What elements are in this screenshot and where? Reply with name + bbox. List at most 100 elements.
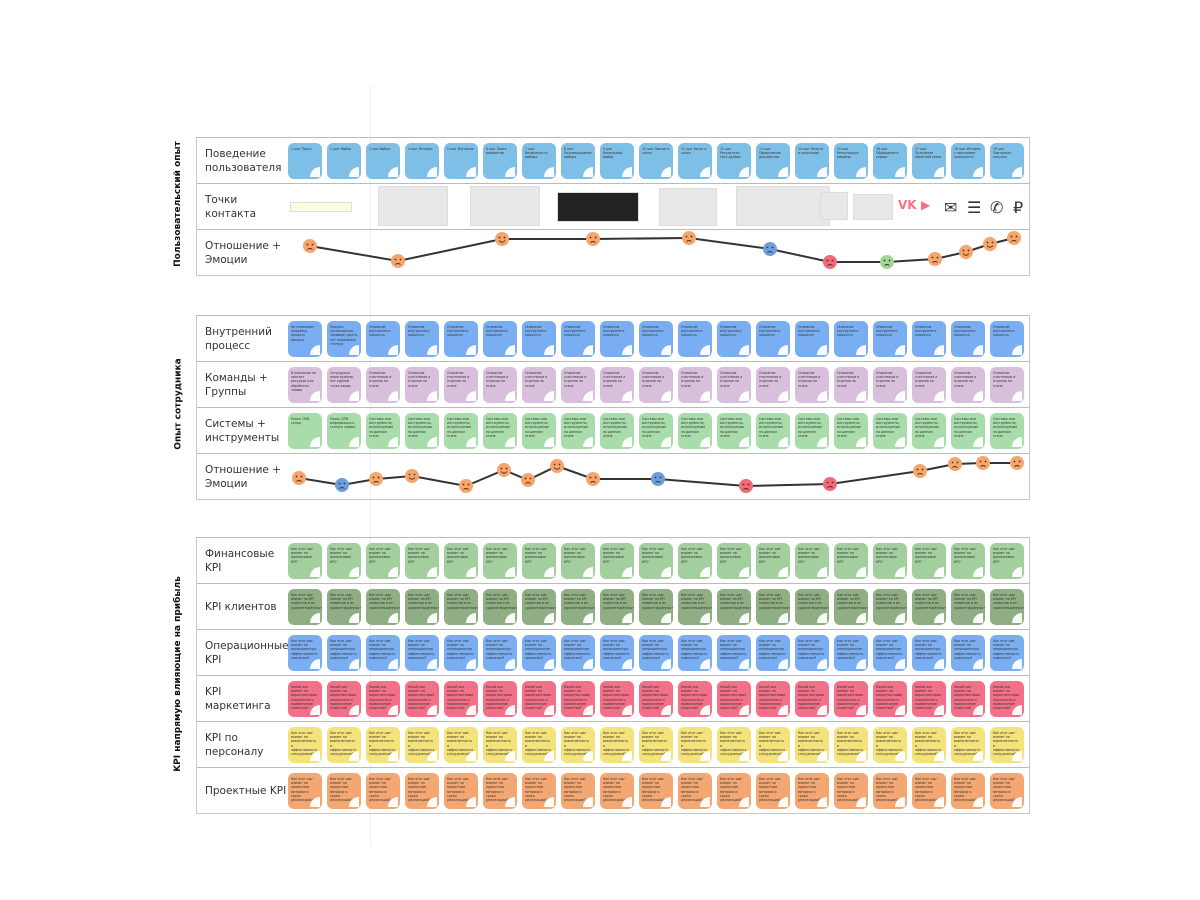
sticky-note[interactable]: Описание внутреннего процесса — [366, 321, 400, 357]
sticky-note[interactable]: Сотрудники перегружены, нет единой точки… — [327, 367, 361, 403]
sticky-note[interactable]: Описание участников и отделов на этапе — [834, 367, 868, 403]
sticky-note[interactable]: 3 шаг Выбор — [366, 143, 400, 179]
sticky-note[interactable]: Описание участников и отделов на этапе — [405, 367, 439, 403]
sticky-note[interactable]: Описание внутреннего процесса — [522, 321, 556, 357]
sticky-note[interactable]: Как этот шаг влияет на операционную эффе… — [561, 635, 595, 671]
sticky-note[interactable]: Процесс согласования занимает долго, нет… — [327, 321, 361, 357]
sticky-note[interactable]: 7 шаг Возможность выбора — [522, 143, 556, 179]
sticky-note[interactable]: Как этот шаг влияет на финансовые KPI? — [444, 543, 478, 579]
sticky-note[interactable]: Как этот шаг влияет на вовлеченность и э… — [756, 727, 790, 763]
sticky-note[interactable]: Системы или инструменты, используемые на… — [756, 413, 790, 449]
sticky-note[interactable]: Описание участников и отделов на этапе — [366, 367, 400, 403]
sticky-note[interactable]: Как этот шаг влияет на операционную эффе… — [405, 635, 439, 671]
sticky-note[interactable]: Как этот шаг влияет на операционную эффе… — [912, 635, 946, 671]
sticky-note[interactable]: Как этот шаг влияет на проектные метрики… — [834, 773, 868, 809]
sticky-note[interactable]: Какой шаг влияет на маркетинговые показа… — [717, 681, 751, 717]
sticky-note[interactable]: Описание участников и отделов на этапе — [522, 367, 556, 403]
sticky-note[interactable]: Описание внутреннего процесса — [483, 321, 517, 357]
sticky-note[interactable]: Системы или инструменты, используемые на… — [873, 413, 907, 449]
sticky-note[interactable]: 19 шаг Повторная покупка — [990, 143, 1024, 179]
sticky-note[interactable]: Какой шаг влияет на маркетинговые показа… — [951, 681, 985, 717]
sticky-note[interactable]: Как этот шаг влияет на операционную эффе… — [288, 635, 322, 671]
sticky-note[interactable]: Описание внутреннего процесса — [990, 321, 1024, 357]
sticky-note[interactable]: Как этот шаг влияет на вовлеченность и э… — [990, 727, 1024, 763]
sticky-note[interactable]: Поиск CRM, склад — [288, 413, 322, 449]
sticky-note[interactable]: 1 шаг Поиск — [288, 143, 322, 179]
sticky-note[interactable]: Как этот шаг влияет на вовлеченность и э… — [405, 727, 439, 763]
sticky-note[interactable]: Как этот шаг влияет на KPI клиентов и их… — [561, 589, 595, 625]
sticky-note[interactable]: Как этот шаг влияет на финансовые KPI? — [522, 543, 556, 579]
sticky-note[interactable]: Какой шаг влияет на маркетинговые показа… — [873, 681, 907, 717]
sticky-note[interactable]: Как этот шаг влияет на проектные метрики… — [405, 773, 439, 809]
sticky-note[interactable]: Какой шаг влияет на маркетинговые показа… — [405, 681, 439, 717]
sticky-note[interactable]: Как этот шаг влияет на вовлеченность и э… — [288, 727, 322, 763]
sticky-note[interactable]: Системы или инструменты, используемые на… — [795, 413, 829, 449]
sticky-note[interactable]: Какой шаг влияет на маркетинговые показа… — [288, 681, 322, 717]
sticky-note[interactable]: Как этот шаг влияет на KPI клиентов и их… — [483, 589, 517, 625]
sticky-note[interactable]: Системы или инструменты, используемые на… — [522, 413, 556, 449]
sticky-note[interactable]: Системы или инструменты, используемые на… — [912, 413, 946, 449]
sticky-note[interactable]: Какой шаг влияет на маркетинговые показа… — [678, 681, 712, 717]
sticky-note[interactable]: Как этот шаг влияет на KPI клиентов и их… — [912, 589, 946, 625]
sticky-note[interactable]: Как этот шаг влияет на операционную эффе… — [717, 635, 751, 671]
sticky-note[interactable]: Как этот шаг влияет на операционную эффе… — [366, 635, 400, 671]
sticky-note[interactable]: Описание внутреннего процесса — [600, 321, 634, 357]
sticky-note[interactable]: Как этот шаг влияет на проектные метрики… — [951, 773, 985, 809]
sticky-note[interactable]: Как этот шаг влияет на проектные метрики… — [444, 773, 478, 809]
sticky-note[interactable]: Как этот шаг влияет на вовлеченность и э… — [327, 727, 361, 763]
sticky-note[interactable]: Системы или инструменты, используемые на… — [483, 413, 517, 449]
sticky-note[interactable]: 10 шаг Звонок в салон — [639, 143, 673, 179]
sticky-note[interactable]: Какой шаг влияет на маркетинговые показа… — [600, 681, 634, 717]
sticky-note[interactable]: Как этот шаг влияет на KPI клиентов и их… — [327, 589, 361, 625]
sticky-note[interactable]: Описание внутреннего процесса — [834, 321, 868, 357]
sticky-note[interactable]: Какой шаг влияет на маркетинговые показа… — [834, 681, 868, 717]
sticky-note[interactable]: Как этот шаг влияет на финансовые KPI? — [600, 543, 634, 579]
sticky-note[interactable]: Как этот шаг влияет на финансовые KPI? — [561, 543, 595, 579]
sticky-note[interactable]: Как этот шаг влияет на операционную эффе… — [834, 635, 868, 671]
sticky-note[interactable]: Описание внутреннего процесса — [678, 321, 712, 357]
sticky-note[interactable]: Как этот шаг влияет на вовлеченность и э… — [600, 727, 634, 763]
sticky-note[interactable]: Как этот шаг влияет на проектные метрики… — [678, 773, 712, 809]
sticky-note[interactable]: Системы или инструменты, используемые на… — [444, 413, 478, 449]
sticky-note[interactable]: Как этот шаг влияет на финансовые KPI? — [405, 543, 439, 579]
sticky-note[interactable]: Как этот шаг влияет на вовлеченность и э… — [951, 727, 985, 763]
sticky-note[interactable]: 2 шаг Выбор — [327, 143, 361, 179]
sticky-note[interactable]: Описание участников и отделов на этапе — [639, 367, 673, 403]
sticky-note[interactable]: Как этот шаг влияет на вовлеченность и э… — [522, 727, 556, 763]
sticky-note[interactable]: 5 шаг Изучение — [444, 143, 478, 179]
sticky-note[interactable]: Системы или инструменты, используемые на… — [561, 413, 595, 449]
sticky-note[interactable]: Как этот шаг влияет на вовлеченность и э… — [483, 727, 517, 763]
sticky-note[interactable]: Какой шаг влияет на маркетинговые показа… — [366, 681, 400, 717]
sticky-note[interactable]: Как этот шаг влияет на проектные метрики… — [990, 773, 1024, 809]
sticky-note[interactable]: Как этот шаг влияет на KPI клиентов и их… — [366, 589, 400, 625]
sticky-note[interactable]: Как этот шаг влияет на KPI клиентов и их… — [522, 589, 556, 625]
sticky-note[interactable]: Описание участников и отделов на этапе — [483, 367, 517, 403]
sticky-note[interactable]: Описание участников и отделов на этапе — [600, 367, 634, 403]
sticky-note[interactable]: Описание внутреннего процесса — [717, 321, 751, 357]
sticky-note[interactable]: Как этот шаг влияет на KPI клиентов и их… — [444, 589, 478, 625]
sticky-note[interactable]: Системы или инструменты, используемые на… — [600, 413, 634, 449]
sticky-note[interactable]: Как этот шаг влияет на вовлеченность и э… — [795, 727, 829, 763]
sticky-note[interactable]: Как этот шаг влияет на финансовые KPI? — [366, 543, 400, 579]
sticky-note[interactable]: 8 шаг Подтверждение выбора — [561, 143, 595, 179]
sticky-note[interactable]: 17 шаг Получение обратной связи — [912, 143, 946, 179]
sticky-note[interactable]: Как этот шаг влияет на финансовые KPI? — [639, 543, 673, 579]
sticky-note[interactable]: Как этот шаг влияет на операционную эффе… — [444, 635, 478, 671]
sticky-note[interactable]: Как этот шаг влияет на проектные метрики… — [327, 773, 361, 809]
sticky-note[interactable]: Как этот шаг влияет на операционную эффе… — [483, 635, 517, 671]
sticky-note[interactable]: 18 шаг Интерес к программе лояльности — [951, 143, 985, 179]
sticky-note[interactable]: Системы или инструменты, используемые на… — [639, 413, 673, 449]
sticky-note[interactable]: Системы или инструменты, используемые на… — [990, 413, 1024, 449]
sticky-note[interactable]: 14 шаг Оплата и получение — [795, 143, 829, 179]
sticky-note[interactable]: Как этот шаг влияет на вовлеченность и э… — [912, 727, 946, 763]
sticky-note[interactable]: Как этот шаг влияет на вовлеченность и э… — [366, 727, 400, 763]
sticky-note[interactable]: Как этот шаг влияет на KPI клиентов и их… — [600, 589, 634, 625]
sticky-note[interactable]: Описание участников и отделов на этапе — [678, 367, 712, 403]
sticky-note[interactable]: Системы или инструменты, используемые на… — [951, 413, 985, 449]
sticky-note[interactable]: Как этот шаг влияет на KPI клиентов и их… — [834, 589, 868, 625]
sticky-note[interactable]: Как этот шаг влияет на финансовые KPI? — [990, 543, 1024, 579]
sticky-note[interactable]: Системы или инструменты, используемые на… — [366, 413, 400, 449]
sticky-note[interactable]: Описание участников и отделов на этапе — [795, 367, 829, 403]
sticky-note[interactable]: Как этот шаг влияет на проектные метрики… — [483, 773, 517, 809]
sticky-note[interactable]: Как этот шаг влияет на KPI клиентов и их… — [288, 589, 322, 625]
